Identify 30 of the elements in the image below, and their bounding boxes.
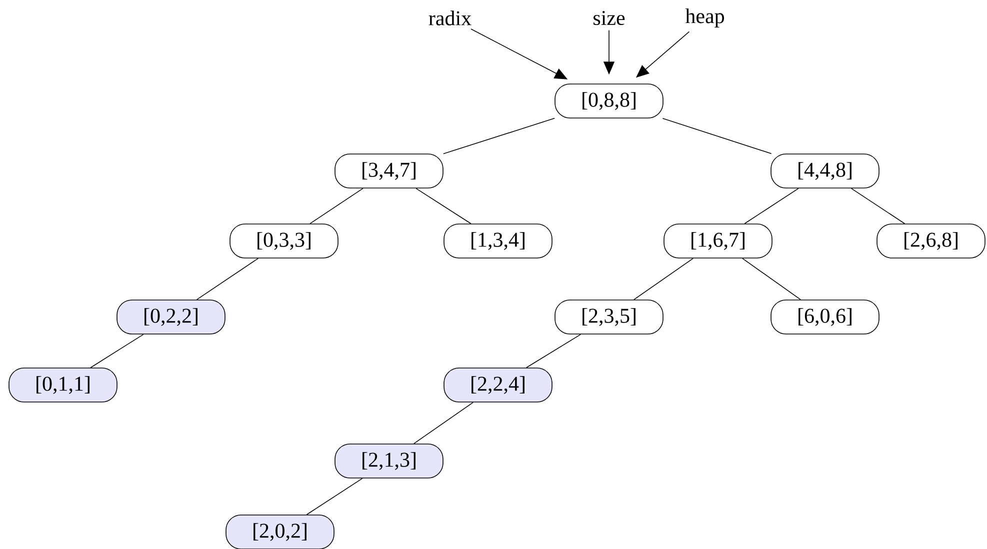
tree-edge (310, 188, 364, 224)
pointer-label: heap (685, 8, 724, 28)
tree-node: [4,4,8] (770, 154, 880, 188)
tree-node: [0,1,1] (8, 368, 118, 402)
tree-edge (634, 258, 694, 300)
tree-node: [1,6,7] (664, 224, 772, 258)
tree-edge (850, 188, 906, 224)
tree-edge (744, 188, 799, 224)
tree-edge (742, 258, 801, 300)
tree-edge (416, 188, 472, 224)
tree-edge (306, 478, 363, 515)
pointer-label: size (594, 10, 625, 26)
tree-node: [2,1,3] (334, 444, 444, 478)
tree-edge (90, 334, 144, 368)
tree-edge (443, 118, 555, 154)
tree-node: [2,2,4] (444, 368, 552, 402)
tree-node: [2,0,2] (226, 514, 334, 549)
tree-edge (662, 118, 772, 154)
tree-node: [2,3,5] (554, 300, 664, 334)
tree-node: [0,3,3] (230, 224, 338, 258)
tree-node: [0,8,8] (554, 84, 664, 118)
tree-node: [1,3,4] (444, 224, 552, 258)
tree-edge (526, 334, 581, 368)
tree-node: [0,2,2] (116, 300, 226, 334)
tree-node: [6,0,6] (770, 300, 880, 334)
tree-edge (196, 258, 259, 300)
tree-edge (414, 402, 474, 444)
tree-node: [3,4,7] (334, 154, 444, 188)
tree-node: [2,6,8] (876, 224, 986, 258)
pointer-label: radix (428, 10, 472, 26)
